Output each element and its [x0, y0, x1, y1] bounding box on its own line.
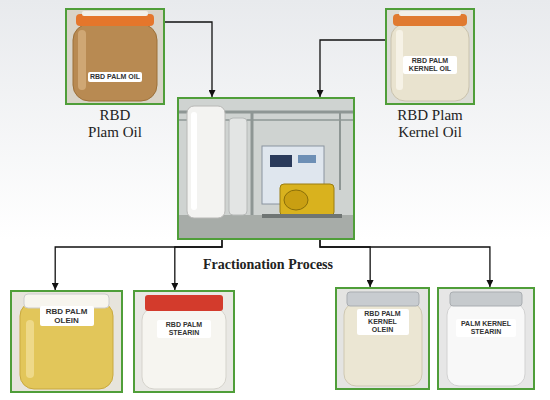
jar-lid	[145, 295, 223, 311]
control-panel	[270, 155, 292, 167]
product-jar: RBD PALM KERNEL OLEIN	[335, 287, 430, 390]
jar-body	[142, 308, 226, 389]
jar-label: PALM KERNEL STEARIN	[456, 319, 516, 337]
jar-body	[20, 302, 113, 389]
process-photo: Fractionation Process	[177, 97, 355, 240]
tank-highlight	[191, 112, 197, 210]
jar-body	[447, 303, 525, 386]
flow-arrow	[165, 22, 212, 97]
jar-label: RBD PALM OLEIN	[40, 306, 94, 326]
photo-ground	[387, 10, 473, 103]
jar-highlight	[26, 320, 34, 378]
tank	[187, 106, 225, 218]
oil-jar: RBD PALM OILRBD Plam Oil	[65, 8, 165, 105]
control-panel	[298, 155, 316, 163]
pipe	[251, 112, 254, 215]
photo-ground	[67, 10, 163, 103]
compressor-motor	[284, 190, 308, 210]
caption-text: Fractionation Process	[179, 257, 357, 273]
jar-body	[73, 24, 157, 101]
machine-base	[262, 214, 342, 218]
tank	[229, 118, 247, 215]
jar-body	[391, 24, 469, 101]
photo-ground	[135, 292, 233, 391]
jar-highlight	[78, 30, 86, 90]
photo-ground	[439, 289, 533, 388]
caption-text: RBD Plam Oil	[84, 107, 146, 142]
product-jar: PALM KERNEL STEARIN	[437, 287, 535, 390]
flow-arrow	[320, 240, 490, 287]
jar-highlight	[396, 30, 403, 90]
product-jar: RBD PALM STEARIN	[133, 290, 235, 393]
jar-label: RBD PALM STEARIN	[157, 320, 211, 338]
compressor	[280, 184, 334, 216]
caption-text: RBD Plam Kernel Oil	[392, 107, 468, 142]
jar-label: RBD PALM KERNEL OLEIN	[357, 309, 409, 335]
jar-label: RBD PALM OIL	[88, 72, 142, 82]
jar-lid	[450, 292, 522, 306]
photo-ground	[12, 292, 121, 391]
jar-body	[344, 303, 422, 386]
machine-wall	[179, 99, 353, 238]
photo-ground	[337, 289, 428, 388]
jar-label: RBD PALM KERNEL OIL	[403, 56, 457, 74]
flow-arrow	[55, 240, 222, 290]
oil-jar: RBD PALM KERNEL OILRBD Plam Kernel Oil	[385, 8, 475, 105]
jar-lid-top	[82, 11, 148, 16]
flow-arrow	[320, 40, 385, 97]
jar-lid	[347, 292, 419, 306]
jar-lid-top	[399, 11, 461, 16]
product-jar: RBD PALM OLEIN	[10, 290, 123, 393]
pipe	[339, 112, 341, 190]
